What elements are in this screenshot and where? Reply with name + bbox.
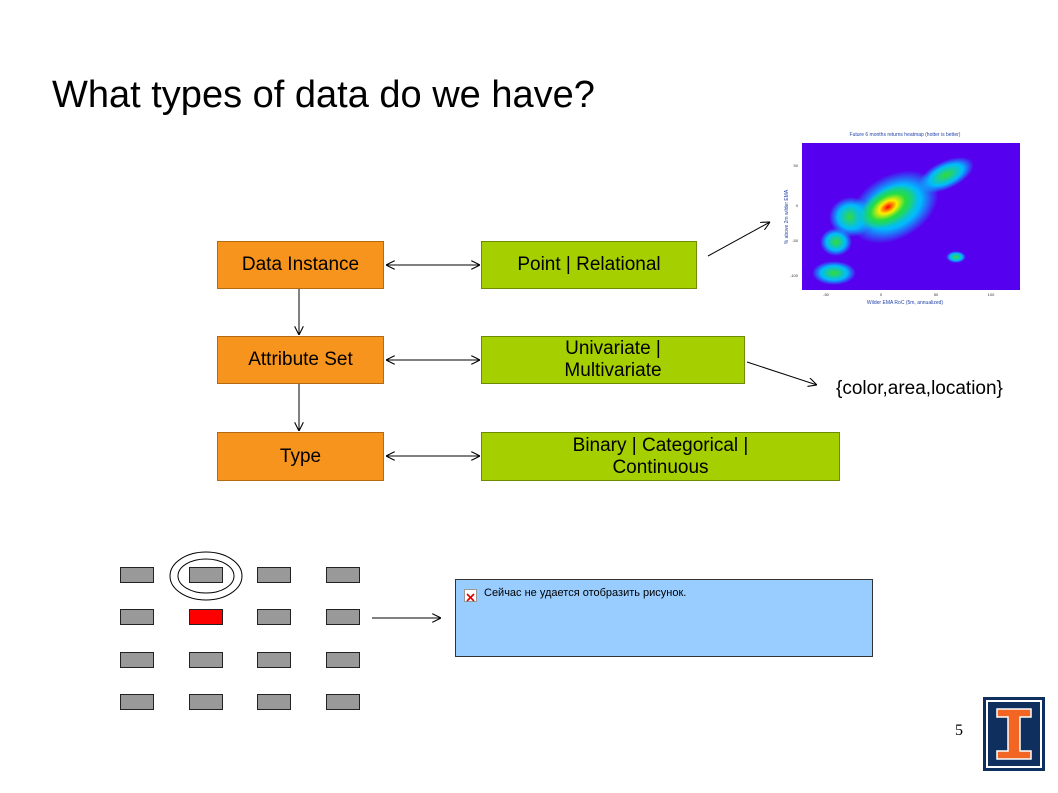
arrow-univariate-encoding <box>746 361 817 385</box>
type-box: Type <box>217 432 384 481</box>
highlight-ellipse-outer <box>169 551 243 601</box>
heatmap-xtick-3: 100 <box>988 292 995 297</box>
heatmap-ytick-0: 50 <box>794 163 799 168</box>
grid-cell <box>257 567 291 583</box>
univariate-multivariate-box: Univariate | Multivariate <box>481 336 745 384</box>
heatmap-title: Future 6 months returns heatmap (hotter … <box>850 132 961 138</box>
grid-cell-selected <box>189 609 223 625</box>
heatmap-ylabel: % above 2m wilder EMA <box>784 189 790 244</box>
highlight-ellipse-inner <box>177 558 235 594</box>
heatmap-xlabel: Wilder EMA RoC (5m, annualized) <box>867 300 943 306</box>
grid-cell <box>257 609 291 625</box>
grid-cell <box>189 694 223 710</box>
arrow-point-heatmap <box>707 222 770 257</box>
heatmap-ytick-3: -100 <box>790 273 799 278</box>
heatmap-image: Future 6 months returns heatmap (hotter … <box>776 127 1034 308</box>
binary-categorical-continuous-box: Binary | Categorical | Continuous <box>481 432 840 481</box>
grid-cell <box>326 567 360 583</box>
grid-cell-highlighted <box>189 567 223 583</box>
slide-title: What types of data do we have? <box>52 74 595 116</box>
heatmap-xtick-2: 50 <box>934 292 939 297</box>
grid-cell <box>257 694 291 710</box>
grid-cell <box>120 694 154 710</box>
attribute-set-box: Attribute Set <box>217 336 384 384</box>
broken-image-icon <box>464 589 477 602</box>
heatmap-xtick-1: 0 <box>880 292 883 297</box>
heatmap-ytick-1: 0 <box>796 203 799 208</box>
data-instance-box: Data Instance <box>217 241 384 289</box>
grid-cell <box>257 652 291 668</box>
grid-cell <box>326 694 360 710</box>
broken-image-placeholder: Сейчас не удается отобразить рисунок. <box>455 579 873 657</box>
grid-cell <box>120 567 154 583</box>
grid-cell <box>120 652 154 668</box>
heatmap-ytick-2: -50 <box>792 238 799 243</box>
broken-image-message: Сейчас не удается отобразить рисунок. <box>484 587 687 599</box>
grid-cell <box>326 652 360 668</box>
grid-cell <box>326 609 360 625</box>
university-logo <box>983 697 1045 771</box>
encoding-label: {color,area,location} <box>836 378 1003 399</box>
heatmap-xtick-0: -50 <box>823 292 830 297</box>
grid-cell <box>120 609 154 625</box>
point-relational-box: Point | Relational <box>481 241 697 289</box>
grid-cell <box>189 652 223 668</box>
page-number: 5 <box>955 722 963 739</box>
